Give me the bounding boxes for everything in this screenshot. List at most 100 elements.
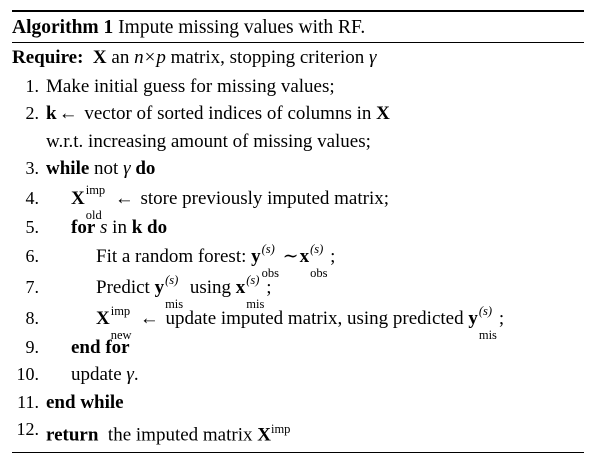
line-5-var-s: s bbox=[100, 216, 108, 238]
line-6-semicolon: ; bbox=[330, 246, 336, 268]
algorithm-line-6: 6. Fit a random forest: y(s)obs∼x(s)obs; bbox=[12, 241, 584, 280]
line-10-period: . bbox=[133, 364, 139, 386]
line-number: 12. bbox=[16, 419, 40, 440]
line-7-symbol-x: x bbox=[235, 277, 246, 299]
line-content: Make initial guess for missing values; bbox=[46, 73, 584, 100]
line-7-symbol-y: y bbox=[154, 277, 165, 299]
algorithm-steps: 1. Make initial guess for missing values… bbox=[12, 72, 584, 449]
algorithm-line-1: 1. Make initial guess for missing values… bbox=[12, 73, 584, 100]
algorithm-line-12: 12. return the imputed matrix Ximp bbox=[12, 416, 584, 449]
algorithm-line-10: 10. update γ. bbox=[12, 361, 584, 388]
algorithm-line-5: 5. for s in k do bbox=[12, 214, 584, 241]
line-7-text-predict: Predict bbox=[96, 277, 150, 299]
line-3-gamma: γ bbox=[123, 158, 131, 180]
line-number: 10. bbox=[16, 364, 40, 385]
line-12-symbol-x: X bbox=[257, 424, 271, 446]
algorithm-bottom-rule-wrap bbox=[12, 449, 584, 453]
line-4-text: store previously imputed matrix; bbox=[140, 187, 390, 209]
line-5-text-in: in bbox=[112, 216, 127, 238]
algorithm-line-3: 3. while not γ do bbox=[12, 155, 584, 182]
line-content: Fit a random forest: y(s)obs∼x(s)obs; bbox=[46, 241, 584, 280]
algorithm-line-2-continuation: w.r.t. increasing amount of missing valu… bbox=[12, 128, 584, 155]
line-10-gamma: γ bbox=[126, 364, 134, 386]
line-number: 4. bbox=[25, 187, 40, 208]
superscript-s: (s) bbox=[165, 272, 179, 287]
line-12-text: the imputed matrix bbox=[107, 424, 253, 446]
require-text-matrix: matrix, stopping criterion bbox=[170, 47, 365, 68]
line-8-symbol-x: X bbox=[96, 308, 110, 330]
line-6-symbol-x: x bbox=[299, 246, 310, 268]
require-gamma: γ bbox=[368, 47, 377, 68]
line-2-continuation-text: w.r.t. increasing amount of missing valu… bbox=[46, 130, 371, 152]
line-number: 2. bbox=[25, 103, 40, 124]
line-6-symbol-y: y bbox=[251, 246, 261, 268]
require-times-icon: × bbox=[144, 47, 156, 68]
algorithm-title-line: Algorithm 1 Impute missing values with R… bbox=[12, 12, 584, 42]
line-content: return the imputed matrix Ximp bbox=[46, 416, 584, 449]
line-8-semicolon: ; bbox=[498, 308, 505, 330]
line-8-text: update imputed matrix, using predicted bbox=[165, 308, 464, 330]
tilde-operator-icon: ∼ bbox=[282, 246, 299, 268]
algorithm-top-rule bbox=[12, 10, 584, 12]
assign-arrow-icon: ← bbox=[58, 103, 78, 125]
superscript-imp: imp bbox=[110, 303, 131, 318]
line-content: w.r.t. increasing amount of missing valu… bbox=[46, 128, 584, 155]
line-content: while not γ do bbox=[46, 155, 584, 182]
line-content: Predict y(s)mis using x(s)mis; bbox=[46, 272, 584, 311]
algorithm-line-9: 9. end for bbox=[12, 334, 584, 361]
line-number: 9. bbox=[25, 337, 40, 358]
line-content: for s in k do bbox=[46, 214, 584, 241]
algorithm-block: Algorithm 1 Impute missing values with R… bbox=[12, 10, 584, 453]
algorithm-label: Algorithm 1 bbox=[12, 17, 114, 38]
line-number: 7. bbox=[25, 277, 40, 298]
line-2-symbol-x: X bbox=[376, 103, 390, 125]
subscript-old: old bbox=[85, 207, 102, 222]
subscript-mis: mis bbox=[478, 328, 497, 343]
algorithm-title-text: Impute missing values with RF. bbox=[118, 17, 366, 38]
algorithm-line-11: 11. end while bbox=[12, 389, 584, 416]
line-4-symbol-x: X bbox=[71, 187, 85, 209]
subscript-obs: obs bbox=[310, 266, 328, 281]
superscript-imp: imp bbox=[270, 422, 291, 437]
line-number: 1. bbox=[25, 76, 40, 96]
algorithm-require-line: Require: X an n×p matrix, stopping crite… bbox=[12, 43, 584, 72]
subscript-mis: mis bbox=[165, 297, 184, 312]
line-8-symbol-y: y bbox=[468, 308, 478, 330]
line-number: 8. bbox=[25, 308, 40, 329]
line-10-text-update: update bbox=[71, 364, 122, 386]
superscript-s: (s) bbox=[261, 241, 275, 256]
line-content: end while bbox=[46, 389, 584, 416]
line-2-text: vector of sorted indices of columns in bbox=[84, 103, 372, 125]
superscript-s: (s) bbox=[310, 241, 324, 256]
require-dim-p: p bbox=[156, 47, 166, 68]
line-number: 11. bbox=[17, 391, 39, 412]
line-3-text-not: not bbox=[94, 158, 119, 180]
keyword-do: do bbox=[147, 216, 168, 238]
superscript-imp: imp bbox=[85, 183, 106, 198]
keyword-for: for bbox=[71, 216, 96, 238]
line-content: update γ. bbox=[46, 361, 584, 388]
line-number: 6. bbox=[25, 246, 40, 267]
line-content: k← vector of sorted indices of columns i… bbox=[46, 100, 584, 127]
line-2-symbol-k: k bbox=[46, 103, 57, 125]
line-5-symbol-k: k bbox=[131, 216, 143, 238]
line-content: end for bbox=[46, 334, 584, 361]
subscript-new: new bbox=[110, 328, 132, 343]
line-1-text: Make initial guess for missing values; bbox=[46, 76, 335, 97]
keyword-return: return bbox=[46, 424, 99, 446]
line-7-semicolon: ; bbox=[266, 277, 272, 299]
superscript-s: (s) bbox=[478, 303, 493, 318]
keyword-do: do bbox=[135, 158, 156, 180]
require-matrix-symbol: X bbox=[92, 47, 107, 68]
line-6-text-fit: Fit a random forest: bbox=[96, 246, 247, 268]
require-text-an: an bbox=[111, 47, 130, 68]
require-dim-n: n bbox=[134, 47, 144, 68]
require-keyword: Require: bbox=[12, 47, 84, 68]
subscript-obs: obs bbox=[261, 266, 280, 281]
algorithm-line-7: 7. Predict y(s)mis using x(s)mis; bbox=[12, 272, 584, 311]
line-number: 3. bbox=[25, 158, 40, 179]
